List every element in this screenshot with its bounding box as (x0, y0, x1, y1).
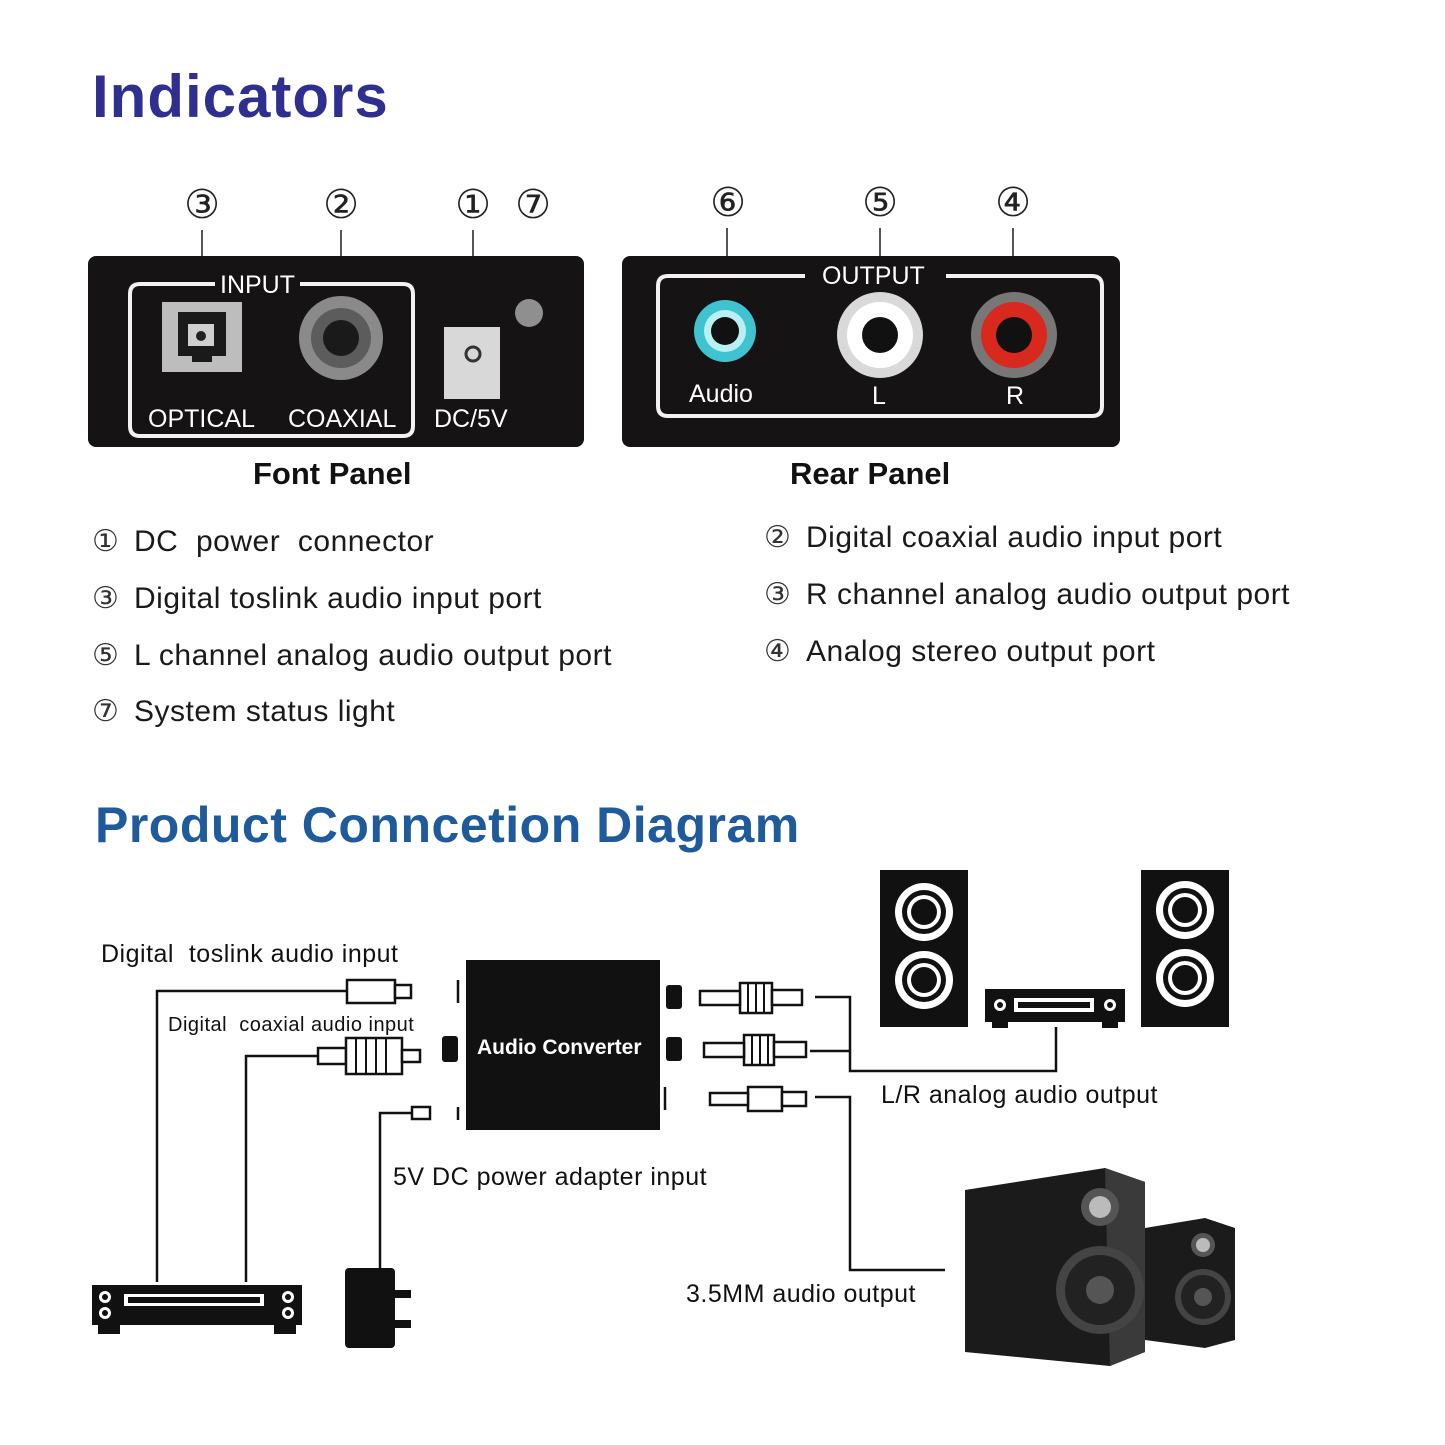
dc-label: DC/5V (434, 405, 508, 433)
r-jack (971, 292, 1057, 378)
bookshelf-speaker-small (1145, 1218, 1235, 1348)
coaxial-port (299, 296, 383, 380)
r-label: R (1006, 382, 1025, 410)
input-group-label: INPUT (220, 271, 295, 299)
optical-label: OPTICAL (148, 405, 255, 433)
speaker-left (880, 870, 968, 1027)
source-player (92, 1285, 302, 1334)
rear-panel (622, 256, 1120, 447)
connection-illustration (92, 870, 1235, 1366)
marker-coaxial: ② (323, 182, 359, 228)
toslink-cable (155, 989, 346, 1282)
panels-illustration (88, 228, 1120, 447)
marker-audio: ⑥ (710, 180, 746, 226)
marker-r: ④ (995, 180, 1031, 226)
front-panel-caption: Font Panel (253, 456, 412, 491)
output-group-label: OUTPUT (822, 262, 925, 290)
amplifier (985, 989, 1125, 1028)
lr-output-label: L/R analog audio output (881, 1081, 1158, 1109)
power-cable (378, 1111, 412, 1270)
speaker-right (1141, 870, 1229, 1027)
audio-converter-label: Audio Converter (477, 1036, 642, 1059)
power-adapter (345, 1268, 395, 1348)
audio-converter-box (466, 960, 660, 1130)
power-input-label: 5V DC power adapter input (393, 1163, 708, 1191)
marker-dc: ① (455, 182, 491, 228)
indicators-title: Indicators (92, 63, 389, 130)
toslink-input-label: Digital toslink audio input (101, 940, 399, 968)
l-label: L (872, 382, 886, 410)
coaxial-label: COAXIAL (288, 405, 397, 433)
aux-cable (815, 1095, 945, 1272)
aux-output-label: 3.5MM audio output (686, 1280, 916, 1308)
coaxial-input-label: Digital coaxial audio input (168, 1014, 415, 1036)
coaxial-cable (244, 1054, 318, 1282)
connection-title: Product Conncetion Diagram (95, 797, 800, 853)
audio-jack (694, 300, 756, 362)
bookshelf-speaker-large (965, 1168, 1145, 1366)
rear-panel-caption: Rear Panel (790, 456, 951, 491)
front-panel (88, 256, 584, 447)
marker-optical: ③ (184, 182, 220, 228)
marker-l: ⑤ (862, 180, 898, 226)
dc-port (444, 327, 500, 399)
l-jack (837, 292, 923, 378)
audio-label: Audio (689, 380, 753, 408)
status-light (515, 299, 543, 327)
lr-cable (815, 995, 1058, 1073)
marker-light: ⑦ (515, 182, 551, 228)
